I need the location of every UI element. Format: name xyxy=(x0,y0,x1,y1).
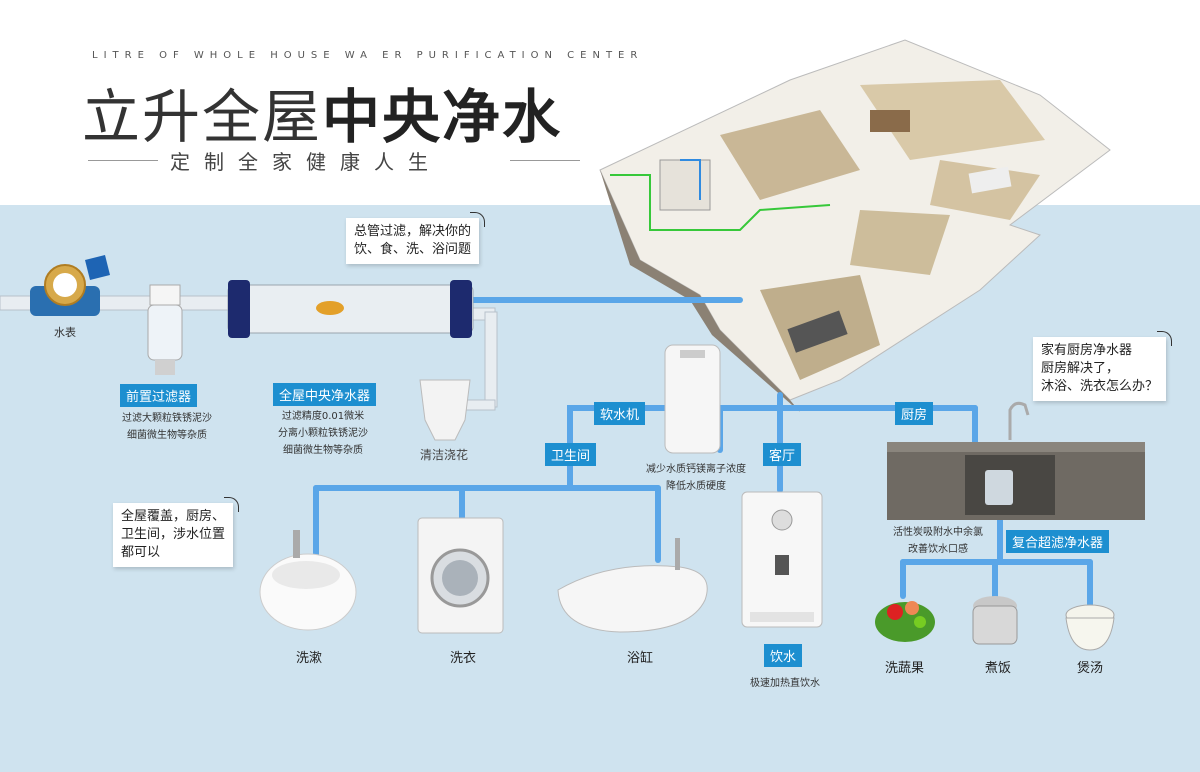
kitchen-tag: 厨房 xyxy=(895,402,934,425)
prefilter-tag: 前置过滤器 xyxy=(120,384,198,407)
living-room-tag: 客厅 xyxy=(763,443,802,466)
callout-line: 沐浴、洗衣怎么办？ xyxy=(1041,379,1159,394)
drinking-tag: 饮水 xyxy=(764,644,803,667)
title-bold: 中央净水 xyxy=(322,83,563,151)
central-desc-line: 细菌微生物等杂质 xyxy=(283,445,363,456)
composite-desc-line: 活性炭吸附水中余氯 xyxy=(893,527,983,538)
softener-image xyxy=(664,344,721,454)
soup-pot-image xyxy=(1065,604,1115,651)
central-desc-line: 分离小颗粒铁锈泥沙 xyxy=(278,428,368,439)
title-light: 立升全屋 xyxy=(82,83,323,151)
water-meter-label: 水表 xyxy=(54,326,76,339)
bathtub-label: 浴缸 xyxy=(627,651,654,666)
coverage-callout: 全屋覆盖，厨房、 卫生间，涉水位置 都可以 xyxy=(113,497,240,567)
washbasin-label: 洗漱 xyxy=(296,651,323,666)
central-purifier-tag: 全屋中央净水器 xyxy=(273,383,377,406)
rice-cooker-image xyxy=(972,596,1018,645)
drinking-description: 极速加热直饮水 xyxy=(750,678,820,689)
composite-filter-tag: 复合超滤净水器 xyxy=(1006,530,1110,553)
washing-machine-image xyxy=(417,517,504,634)
callout-line: 全屋覆盖，厨房、 xyxy=(121,509,226,524)
veggie-label: 洗蔬果 xyxy=(885,661,925,676)
composite-filter-description: 活性炭吸附水中余氯 改善饮水口感 xyxy=(878,524,998,558)
prefilter-image xyxy=(147,284,183,375)
central-purifier-description: 过滤精度0.01微米 分离小颗粒铁锈泥沙 细菌微生物等杂质 xyxy=(268,408,378,459)
tagline-right-rule xyxy=(510,160,580,161)
softener-desc-line: 降低水质硬度 xyxy=(666,481,726,492)
callout-line: 厨房解决了， xyxy=(1041,361,1120,376)
main-pipe-callout: 总管过滤，解决你的 饮、食、洗、浴问题 xyxy=(346,212,486,264)
softener-desc-line: 减少水质钙镁离子浓度 xyxy=(646,464,746,475)
house-floorplan-image xyxy=(599,39,1111,412)
mop-sink-label: 清洁浇花 xyxy=(420,448,469,462)
page-title: 立升全屋中央净水 xyxy=(82,70,562,154)
bathroom-tag: 卫生间 xyxy=(545,443,597,466)
prefilter-desc-line: 细菌微生物等杂质 xyxy=(127,430,207,441)
central-purifier-image xyxy=(227,280,474,338)
softener-tag: 软水机 xyxy=(594,402,646,425)
kitchen-counter-image xyxy=(887,401,1145,520)
washer-label: 洗衣 xyxy=(450,651,477,666)
mop-sink-image xyxy=(419,379,471,441)
composite-desc-line: 改善饮水口感 xyxy=(908,544,968,555)
callout-line: 卫生间，涉水位置 xyxy=(121,527,226,542)
softener-description: 减少水质钙镁离子浓度 降低水质硬度 xyxy=(636,461,756,495)
callout-line: 家有厨房净水器 xyxy=(1041,343,1133,358)
callout-corner xyxy=(1157,331,1173,346)
english-subtitle: LITRE OF WHOLE HOUSE WA ER PURIFICATION … xyxy=(92,50,644,61)
washbasin-image xyxy=(259,530,357,631)
soup-label: 煲汤 xyxy=(1077,661,1104,676)
bathtub-image xyxy=(557,538,708,633)
central-desc-line: 过滤精度0.01微米 xyxy=(281,411,365,422)
callout-corner xyxy=(470,212,486,227)
water-meter-image xyxy=(30,255,110,316)
rice-label: 煮饭 xyxy=(985,661,1012,676)
vegetable-basket-image xyxy=(875,601,935,642)
callout-line: 总管过滤，解决你的 xyxy=(354,224,472,239)
prefilter-desc-line: 过滤大颗粒铁锈泥沙 xyxy=(122,413,212,424)
callout-corner xyxy=(224,497,240,512)
tagline: 定制全家健康人生 xyxy=(170,150,442,174)
callout-line: 饮、食、洗、浴问题 xyxy=(354,242,472,257)
tagline-left-rule xyxy=(88,160,158,161)
prefilter-description: 过滤大颗粒铁锈泥沙 细菌微生物等杂质 xyxy=(112,410,222,444)
callout-line: 都可以 xyxy=(121,545,161,560)
drinking-machine-image xyxy=(741,491,823,628)
kitchen-callout: 家有厨房净水器 厨房解决了， 沐浴、洗衣怎么办？ xyxy=(1033,331,1173,401)
